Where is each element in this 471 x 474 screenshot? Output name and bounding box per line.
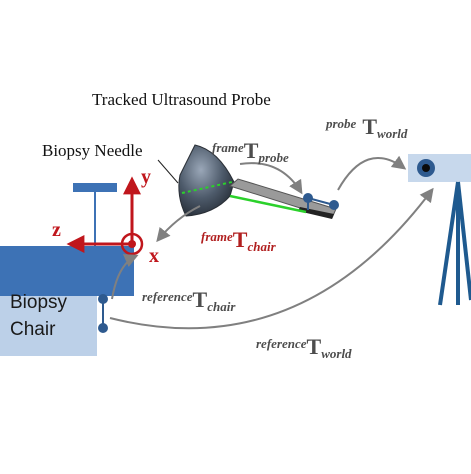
chair-coordinate-frame: y z x xyxy=(52,166,159,267)
reference-world-sub: world xyxy=(321,346,352,361)
probe-world-sup: probe xyxy=(325,116,357,131)
probe-marker xyxy=(303,193,339,210)
x-axis-label: x xyxy=(149,245,159,267)
arrow-frame-chair xyxy=(156,205,201,243)
arrow-frame-probe xyxy=(239,162,303,195)
needle-pointer xyxy=(157,159,179,184)
frame-chair-main: T xyxy=(233,227,248,252)
chair-top xyxy=(0,246,134,296)
frame-probe-sub: probe xyxy=(257,150,289,165)
needle-trace xyxy=(181,181,233,194)
tripod-leg-right xyxy=(456,181,471,301)
probe-world-sub: world xyxy=(377,126,408,141)
biopsy-needle xyxy=(229,194,307,214)
frame-chair-sub: chair xyxy=(247,239,276,254)
chair-label-line1: Biopsy xyxy=(10,292,68,313)
label-reference-T-world: referenceTworld xyxy=(256,334,352,361)
reference-chair-sub: chair xyxy=(207,299,236,314)
z-axis-label: z xyxy=(52,219,61,241)
needle-guide-stand xyxy=(73,183,117,246)
reference-world-main: T xyxy=(307,334,322,359)
x-axis-out-icon xyxy=(120,232,144,256)
reference-chair-main: T xyxy=(193,287,208,312)
arrow-reference-world xyxy=(109,187,434,330)
label-reference-T-chair: referenceTchair xyxy=(142,287,236,314)
probe-title: Tracked Ultrasound Probe xyxy=(92,90,271,109)
probe-world-main: T xyxy=(362,114,377,139)
frame-probe-main: T xyxy=(244,138,259,163)
ultrasound-image xyxy=(178,144,235,217)
reference-chair-sup: reference xyxy=(142,289,193,304)
label-frame-T-chair: frameTchair xyxy=(201,227,277,254)
needle-label: Biopsy Needle xyxy=(42,141,143,160)
chair-body xyxy=(0,296,97,356)
arrow-probe-world xyxy=(337,155,407,191)
tracking-camera xyxy=(408,154,471,306)
label-probe-T-world: probe Tworld xyxy=(325,114,408,141)
arrow-reference-chair xyxy=(111,254,139,300)
y-axis-label: y xyxy=(141,166,151,188)
reference-world-sup: reference xyxy=(256,336,307,351)
frame-chair-sup: frame xyxy=(201,229,233,244)
chair-label-line2: Chair xyxy=(10,319,56,340)
label-frame-T-probe: frameTprobe xyxy=(212,138,289,165)
frame-probe-sup: frame xyxy=(212,140,244,155)
reference-marker xyxy=(98,294,108,333)
tripod-leg-left xyxy=(438,181,460,306)
